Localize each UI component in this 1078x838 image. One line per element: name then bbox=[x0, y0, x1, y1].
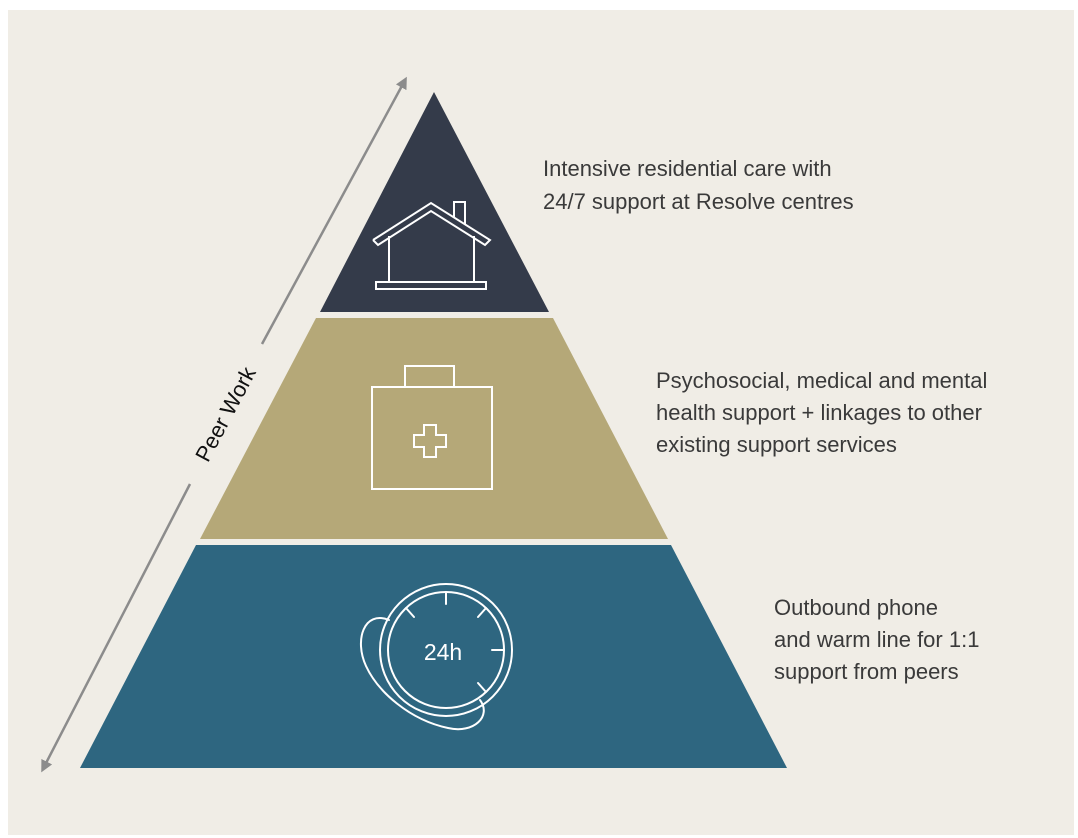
tier-middle-line-1: Psychosocial, medical and mental bbox=[656, 368, 987, 393]
tier-middle-line-3: existing support services bbox=[656, 432, 897, 457]
tier-bottom-line-3: support from peers bbox=[774, 659, 959, 684]
house-icon bbox=[372, 201, 492, 290]
medical-kit-icon bbox=[371, 365, 493, 490]
tier-bottom-description: Outbound phone and warm line for 1:1 sup… bbox=[774, 595, 979, 684]
phone-24h-icon bbox=[359, 583, 513, 731]
tier-top-line-1: Intensive residential care with bbox=[543, 156, 832, 181]
tier-bottom-line-2: and warm line for 1:1 bbox=[774, 627, 979, 652]
pyramid-tier-bottom bbox=[80, 545, 787, 768]
phone-24h-label: 24h bbox=[424, 639, 462, 665]
tier-top-line-2: 24/7 support at Resolve centres bbox=[543, 189, 854, 214]
tier-middle-description: Psychosocial, medical and mental health … bbox=[656, 368, 987, 457]
tier-middle-line-2: health support + linkages to other bbox=[656, 400, 982, 425]
pyramid-tier-top bbox=[320, 92, 549, 312]
pyramid-tier-middle bbox=[200, 318, 668, 539]
tier-top-description: Intensive residential care with 24/7 sup… bbox=[543, 156, 854, 214]
tier-bottom-line-1: Outbound phone bbox=[774, 595, 938, 620]
